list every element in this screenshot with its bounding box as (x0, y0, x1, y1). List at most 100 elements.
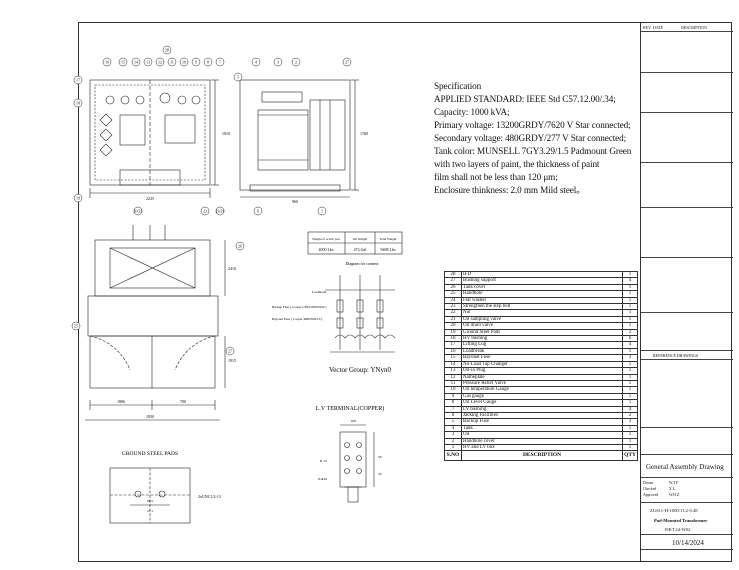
reference-drawings-label: REFERENCE DRAWINGS (653, 353, 699, 358)
weight-value-oil: 472 Gal (354, 247, 368, 252)
spec-line: with two layers of paint, the thickness … (434, 159, 600, 169)
diagram-title: Diagram for connect (345, 261, 379, 266)
balloon-circle (162, 45, 172, 55)
dim-top-1: 1806 (117, 399, 125, 404)
balloon-label: 5 (237, 75, 239, 80)
balloon-label: 7 (219, 60, 221, 65)
ground-pads-dim-2: 57.1 (147, 509, 153, 513)
balloon-circle (253, 206, 263, 216)
ground-pads-note: 2xUNC1/2-13 (198, 494, 221, 499)
bom-item-qty: 4 (622, 405, 638, 413)
weight-header-oil: Oil Weight (353, 237, 368, 241)
bom-header-description: DESCRIPTION (460, 450, 624, 462)
dim-top-3: 1830 (146, 414, 154, 419)
balloon-label: 1 (321, 209, 323, 214)
specification-block: Specification APPLIED STANDARD: IEEE Std… (434, 80, 634, 197)
bom-item-qty: 1 (622, 373, 638, 381)
diagram-bayonet-fuse: Bayonet Fuse ( Cooper 4000358C10 ) (272, 317, 322, 321)
balloon-circle (143, 57, 153, 67)
bom-item-qty: 1 (622, 386, 638, 394)
bom-item-qty: 1 (622, 424, 638, 433)
dim-top-2: 700 (180, 399, 186, 404)
spec-line: APPLIED STANDARD: IEEE Std C57.12.00/.34… (434, 94, 616, 104)
balloon-circle (225, 346, 235, 356)
bom-item-qty: 1 (622, 367, 638, 375)
balloon-label: 14 (134, 60, 138, 65)
dim-top-4: 2410 (228, 266, 236, 271)
drawing-number: ZGS11-H-1000/13.2-0.48 (650, 508, 698, 513)
balloon-circle (155, 57, 165, 67)
bom-item-qty: 1 (622, 309, 638, 317)
top-view (85, 225, 226, 421)
bom-item-qty: 1 (622, 347, 638, 356)
spec-line: Tank color: MUNSELL 7GY3.29/1.5 Padmount… (434, 146, 632, 156)
side-view (239, 79, 359, 198)
balloon-circle (73, 98, 83, 108)
balloon-circle (118, 57, 128, 67)
balloon-label: 28 (165, 48, 169, 53)
drawing-frame (78, 22, 732, 562)
weight-value-active: 4050 Lbs (319, 247, 334, 252)
bom-header-qty: QTY (622, 450, 638, 462)
balloon-label: 11 (170, 60, 174, 65)
balloon-circle (73, 193, 83, 203)
spec-line: Capacity: 1000 kVA; (434, 107, 510, 117)
balloon-label: 15 (121, 60, 125, 65)
balloon-circle (131, 57, 141, 67)
bom-header-sno: S.NO (444, 450, 462, 462)
balloon-circle (317, 206, 327, 216)
spec-line: Secondary voltage: 480GRDY/277 V Star co… (434, 133, 627, 143)
product-name: Pad-Mounted Transformer (654, 518, 708, 523)
dim-front-width: 2235 (146, 196, 154, 201)
balloon-label: 10 (182, 60, 186, 65)
title-block: REV. DATE DESCRIPTION REFERENCE DRAWINGS… (640, 22, 733, 562)
approved-value: W.H.Z. (669, 493, 681, 497)
ground-pads-dim-1: 66.5 (147, 499, 153, 503)
lv-terminal-drawing (339, 424, 375, 503)
balloon-label: 13 (146, 60, 150, 65)
balloon-label: 2 (295, 60, 297, 65)
rev-header-description: DESCRIPTION (681, 25, 708, 30)
balloon-circle (133, 206, 143, 216)
vector-group: Vector Group: YNyn0 (329, 366, 391, 374)
balloon-label: 17 (76, 78, 80, 83)
balloon-label: 20/21 (133, 209, 142, 214)
bom-item-qty: 4 (622, 277, 638, 285)
bom-item-qty: 2 (622, 411, 638, 420)
bom-item-description: HV and LV box (460, 443, 624, 452)
ground-pads-title: GROUND STEEL PADS (122, 451, 178, 457)
balloon-circle (167, 57, 177, 67)
drawn-label: Drawn (643, 481, 654, 485)
approved-label: Approved (643, 493, 659, 497)
rev-header-rev: REV. (643, 25, 652, 30)
bom-item-qty: 1 (622, 392, 638, 401)
lv-terminal-title: L.V TERMINAL(COPPER) (316, 405, 384, 412)
bom-item-qty: 1 (622, 443, 638, 452)
bom-item-qty: 3 (622, 354, 638, 362)
balloon-label: 25 (74, 324, 78, 329)
balloon-circle (179, 57, 189, 67)
diagram-loadbreak: Loadbreak (312, 290, 326, 294)
balloon-circle (235, 241, 245, 251)
balloon-circle (71, 321, 81, 331)
diagram-backup-fuse: Backup Fuse ( Cooper CBUC08100100 ) (272, 305, 327, 309)
balloon-circle (215, 57, 225, 67)
bom-item-qty: 6 (622, 335, 638, 343)
spec-line: Primary voltage: 13200GRDY/7620 V Star c… (434, 120, 631, 130)
balloon-label: 8 (207, 60, 209, 65)
balloon-circle (233, 72, 243, 82)
bom-item-qty: 4 (622, 341, 638, 349)
balloon-label: 6 (257, 209, 259, 214)
balloon-label: 27 (228, 349, 232, 354)
bom-item-qty: 1 (622, 290, 638, 298)
dim-top-5: 1915 (228, 358, 236, 363)
balloon-circle (191, 57, 201, 67)
balloon-label: 12 (158, 60, 162, 65)
bom-item-qty: 1 (622, 431, 638, 439)
dim-side-width: 960 (292, 199, 298, 204)
lv-dim-3: 8-Φ16 (318, 477, 327, 481)
